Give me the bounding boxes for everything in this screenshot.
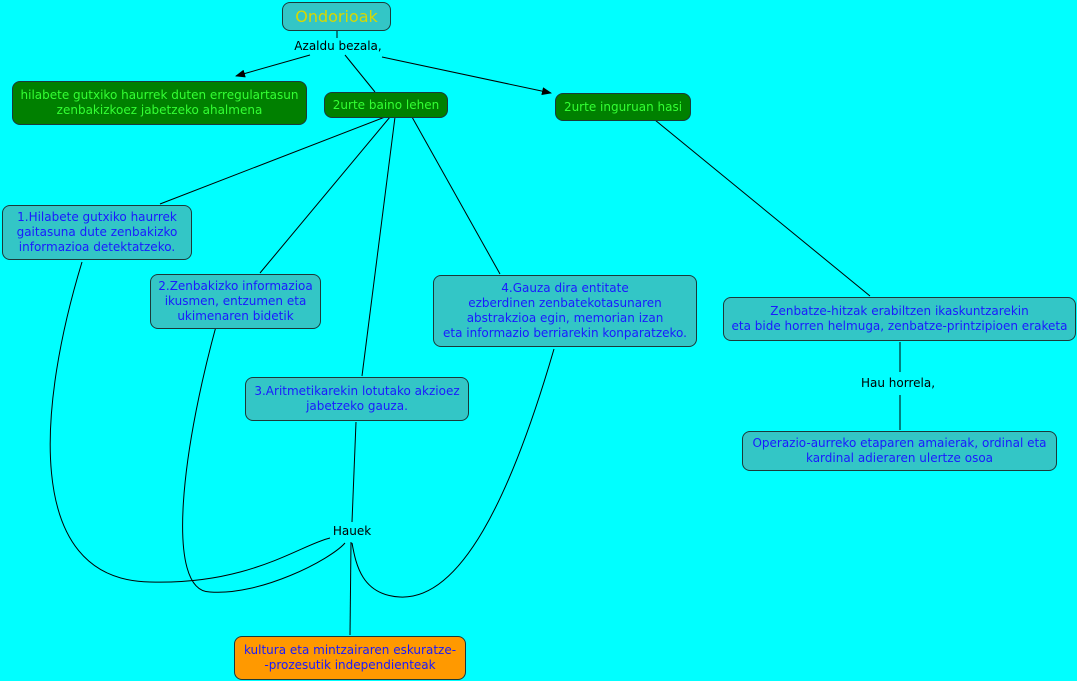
link-label-explained: Azaldu bezala, xyxy=(294,39,382,53)
concept-ability[interactable]: hilabete gutxiko haurrek duten erregular… xyxy=(12,81,307,125)
concept-preoperational[interactable]: Operazio-aurreko etaparen amaierak, ordi… xyxy=(742,431,1057,471)
concept-4[interactable]: 4.Gauza dira entitate ezberdinen zenbate… xyxy=(433,275,697,347)
concept-culture[interactable]: kultura eta mintzairaren eskuratze- -pro… xyxy=(234,636,466,680)
concept-counting-words[interactable]: Zenbatze-hitzak erabiltzen ikaskuntzarek… xyxy=(723,297,1076,341)
link-label-thus: Hau horrela, xyxy=(860,376,936,390)
concept-ondorioak[interactable]: Ondorioak xyxy=(282,2,391,31)
concept-around-2-years[interactable]: 2urte inguruan hasi xyxy=(555,93,691,121)
link-label-these: Hauek xyxy=(332,524,372,538)
concept-3[interactable]: 3.Aritmetikarekin lotutako akzioez jabet… xyxy=(245,377,469,421)
concept-2[interactable]: 2.Zenbakizko informazioa ikusmen, entzum… xyxy=(150,274,321,329)
concept-before-2-years[interactable]: 2urte baino lehen xyxy=(324,92,448,118)
concept-1[interactable]: 1.Hilabete gutxiko haurrek gaitasuna dut… xyxy=(2,205,192,260)
